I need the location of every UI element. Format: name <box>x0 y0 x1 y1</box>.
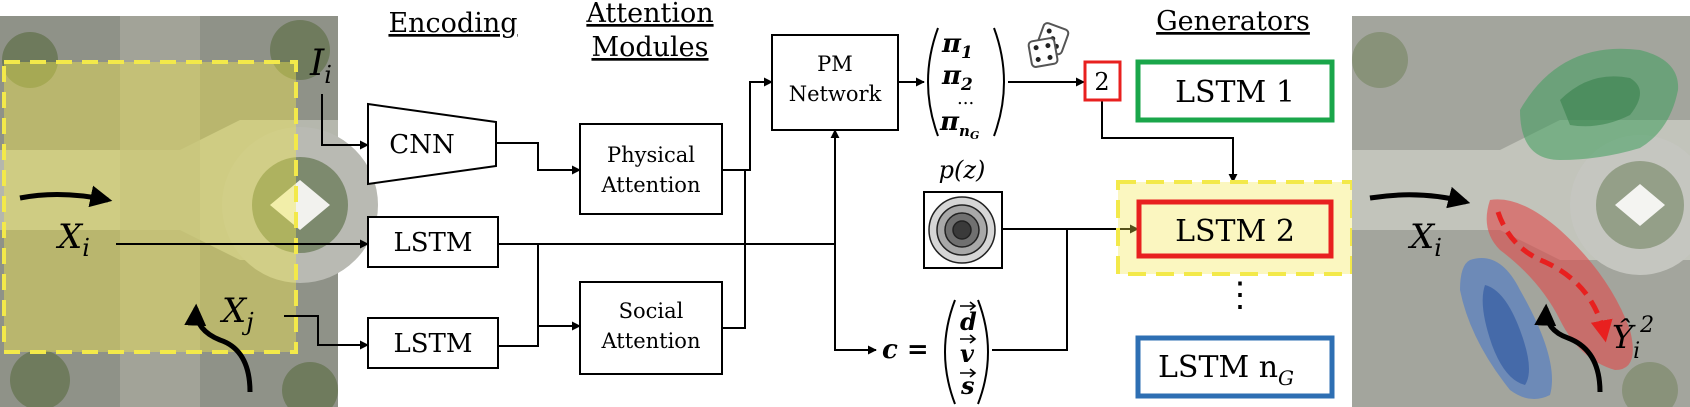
image-label: Ii <box>309 43 332 89</box>
xj-label: Xj <box>219 291 254 336</box>
generator-lstm-n <box>1135 335 1335 399</box>
physical-attention-line1: Physical <box>607 143 695 167</box>
svg-text:π1: π1 <box>941 29 973 63</box>
svg-text:c =: c = <box>882 335 929 365</box>
social-attention-block <box>579 281 723 375</box>
lstm-xj-label: LSTM <box>393 329 472 359</box>
cnn-block <box>367 102 497 186</box>
xj-trajectory-arrow <box>184 303 253 393</box>
generator-lstm-2 <box>1136 199 1334 259</box>
generator-lstm-1-label: LSTM 1 <box>1175 75 1295 110</box>
selected-index-label: 2 <box>1094 68 1109 96</box>
physical-attention-line2: Attention <box>601 173 701 197</box>
left-scene-image <box>0 16 378 407</box>
pm-network-line1: PM <box>817 52 853 76</box>
svg-text:s: s <box>960 371 975 400</box>
concentric-circles-icon <box>923 191 1003 269</box>
attention-heading-line1: Attention <box>585 0 713 29</box>
lstm-xi-label: LSTM <box>393 228 472 258</box>
svg-text:v: v <box>960 339 975 368</box>
pm-network-block <box>771 34 899 131</box>
blue-prediction-core <box>1482 285 1529 385</box>
cnn-label: CNN <box>389 130 454 160</box>
xi-right-trajectory-arrow <box>1369 186 1471 209</box>
green-prediction-core <box>1560 76 1640 127</box>
svg-text:...: ... <box>957 88 974 109</box>
yhat-label: Ŷi2 <box>1612 313 1654 364</box>
dice-icon <box>1027 22 1070 68</box>
generator-lstm-2-label: LSTM 2 <box>1175 214 1295 249</box>
pi-vector: π1 π2 ... πnG <box>927 27 1005 142</box>
generator-lstm-1 <box>1135 59 1335 123</box>
generator-lstm-n-label: LSTM nG <box>1158 350 1294 390</box>
pz-label: p(z) <box>939 156 986 184</box>
xi-right-label: Xi <box>1407 217 1442 262</box>
social-attention-line1: Social <box>619 299 684 323</box>
generator-ellipsis: ⋮ <box>1223 275 1257 315</box>
social-attention-line2: Attention <box>601 329 701 353</box>
pm-network-line2: Network <box>789 82 882 106</box>
svg-text:πnG: πnG <box>939 107 979 142</box>
xi-left-label: Xi <box>55 217 90 262</box>
attention-heading-line2: Modules <box>591 32 708 63</box>
xi-trajectory-arrow <box>19 185 113 208</box>
svg-text:d: d <box>960 307 977 336</box>
xj-right-trajectory-arrow <box>1534 303 1603 393</box>
lstm-xj-block <box>367 317 499 369</box>
svg-text:π2: π2 <box>941 61 973 95</box>
selected-index-box <box>1083 60 1122 102</box>
c-vector: c = d v s <box>882 299 989 405</box>
connectors <box>116 77 1238 355</box>
physical-attention-block <box>579 123 723 215</box>
predicted-trajectory-arrow <box>1495 211 1613 343</box>
lstm-xi-block <box>367 216 499 268</box>
encoding-heading: Encoding <box>388 8 517 39</box>
generators-heading: Generators <box>1156 6 1310 37</box>
